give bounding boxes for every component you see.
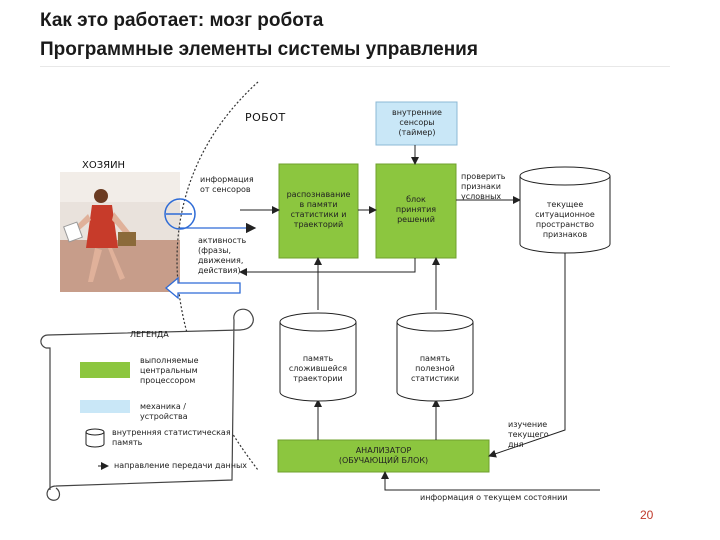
legend-item-storage: внутренняя статистическая память: [112, 428, 231, 447]
legend-title: ЛЕГЕНДА: [130, 330, 169, 339]
internal-sensors-text: внутренние сенсоры (таймер): [392, 108, 442, 137]
current-situation-text: текущее ситуационное пространство призна…: [535, 200, 595, 239]
decision-text: блок принятия решений: [395, 195, 437, 224]
legend-scroll: [40, 308, 254, 501]
info-current-state-text: информация о текущем состоянии: [420, 493, 568, 502]
decision-block: [375, 163, 457, 259]
slide-subtitle: Программные элементы системы управления: [40, 39, 478, 60]
robot-label: РОБОТ: [245, 111, 286, 124]
find-indicators-text: проверить признаки условных: [461, 172, 506, 201]
legend-cylinder-icon: [85, 428, 105, 448]
legend-item-processors: выполняемые центральным процессором: [140, 356, 199, 385]
trajectory-memory-db: [279, 312, 357, 402]
internal-sensors-box: [375, 101, 458, 146]
owner-photo: [60, 172, 180, 292]
legend-item-direction: направление передачи данных: [114, 461, 247, 470]
page-number: 20: [640, 508, 654, 522]
analyzer-text: АНАЛИЗАТОР (ОБУЧАЮЩИЙ БЛОК): [338, 446, 429, 465]
recognition-text: распознавание в памяти статистики и трае…: [286, 190, 351, 229]
slide-title: Как это работает: мозг робота: [40, 10, 324, 31]
sensor-circle-icon: [164, 198, 196, 230]
current-situation-db: [519, 166, 611, 254]
title-divider: [40, 66, 670, 67]
legend-item-devices: механика / устройства: [140, 402, 188, 421]
analyzer-block: [277, 439, 490, 473]
trajectory-memory-text: память сложившейся траектории: [288, 354, 348, 383]
stats-memory-db: [396, 312, 474, 402]
legend-blue-swatch: [80, 400, 130, 413]
current-change-text: изучение текущего дня: [508, 420, 549, 449]
stats-memory-text: память полезной статистики: [410, 354, 460, 383]
actions-text: активность (фразы, движения, действия): [198, 236, 247, 275]
owner-label: ХОЗЯИН: [82, 160, 126, 171]
state-to-analyzer-arrow: [381, 471, 600, 491]
recognition-block: [278, 163, 359, 259]
info-from-sensors-text: информация от сенсоров: [200, 175, 254, 194]
situation-to-analyzer-arrow: [488, 250, 566, 458]
action-output-arrow: [164, 276, 241, 300]
legend-green-swatch: [80, 362, 130, 378]
decision-to-action-line: [318, 258, 416, 273]
